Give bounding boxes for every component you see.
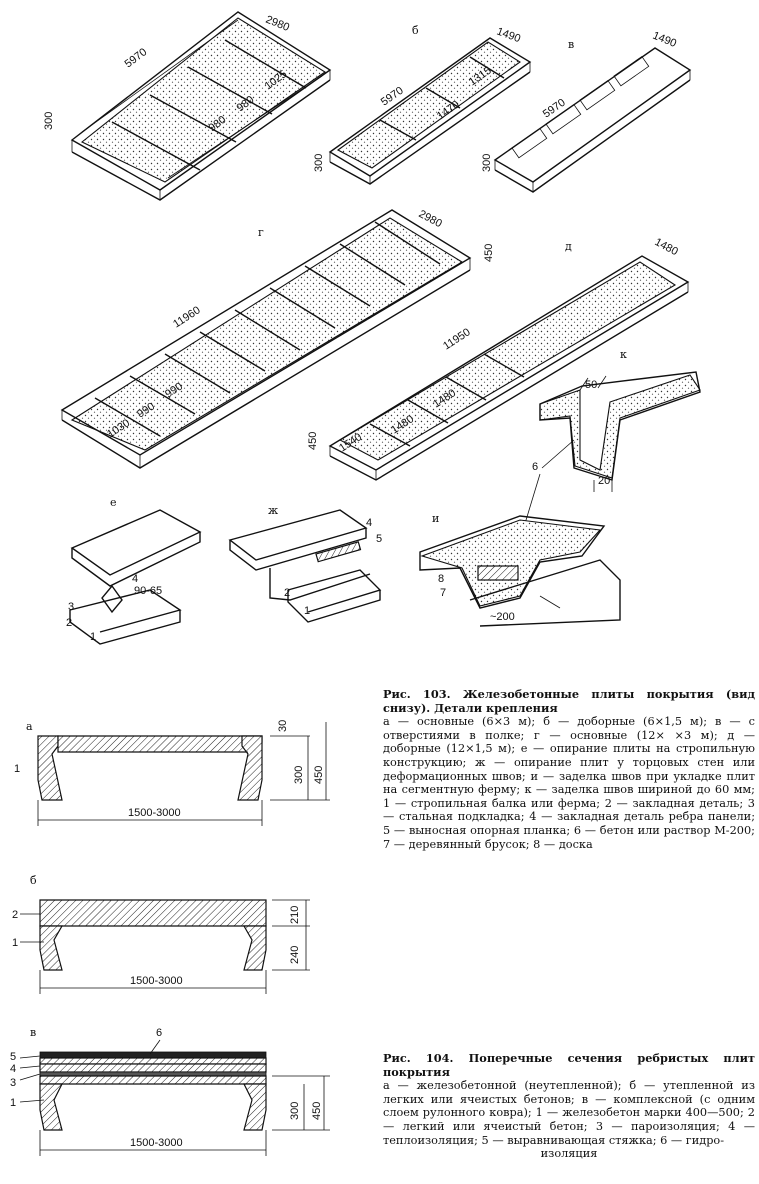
callout-e-1: 1 <box>90 631 96 643</box>
callout-sv-6: 6 <box>156 1027 162 1039</box>
dim-sv-450: 450 <box>311 1102 323 1120</box>
section-a-letter: а <box>26 720 33 733</box>
callout-e-4: 4 <box>132 573 138 585</box>
detail-i-truss-joint <box>419 515 621 627</box>
callout-i-8: 8 <box>438 573 444 585</box>
section-v-letter: в <box>30 1026 36 1039</box>
figure-104-caption: Рис. 104. Поперечные сечения ребристых п… <box>383 1051 755 1161</box>
dim-b-width: 1490 <box>495 26 522 46</box>
detail-e-letter: е <box>110 496 117 509</box>
section-b-insulated-slab <box>20 899 310 994</box>
section-a-plain-slab <box>37 722 330 826</box>
callout-sa-1: 1 <box>14 763 20 775</box>
callout-zh-4: 4 <box>366 517 372 529</box>
figure-104-caption-title: Рис. 104. Поперечные сечения ребристых п… <box>383 1051 755 1079</box>
dim-sa-450: 450 <box>313 766 325 784</box>
callout-e-3: 3 <box>68 601 74 613</box>
detail-k-joint <box>539 371 701 492</box>
panel-g-letter: г <box>258 226 264 239</box>
panel-a-slab <box>70 11 332 201</box>
dim-sv-300: 300 <box>289 1102 301 1120</box>
callout-i-7: 7 <box>440 587 446 599</box>
callout-sv-4: 4 <box>10 1063 16 1075</box>
dim-sa-flange: 30 <box>277 720 289 732</box>
detail-i-letter: и <box>432 512 439 525</box>
dim-k-width: 50 <box>585 379 597 391</box>
detail-zh-end-support <box>228 509 382 623</box>
panel-v-letter: в <box>568 38 574 51</box>
dim-sa-300: 300 <box>293 766 305 784</box>
dim-g-height: 450 <box>483 244 495 262</box>
dim-sb-210: 210 <box>289 906 301 924</box>
dim-d-width: 1480 <box>653 236 680 258</box>
dim-v-width: 1490 <box>651 30 678 50</box>
detail-k-letter: к <box>620 348 627 361</box>
figure-104-caption-body: а — железобетонной (неутепленной); б — у… <box>383 1079 755 1147</box>
panel-b-slab <box>328 37 532 185</box>
panel-v-slab <box>493 47 692 193</box>
dim-b-height: 300 <box>313 154 325 172</box>
dim-sa-span: 1500-3000 <box>128 807 181 819</box>
dim-sb-240: 240 <box>289 946 301 964</box>
section-v-complex-slab <box>19 1039 330 1156</box>
detail-zh-letter: ж <box>268 504 278 517</box>
figure-103-caption-title: Рис. 103. Железобетонные плиты покрытия … <box>383 687 755 715</box>
dim-v-height: 300 <box>481 154 493 172</box>
dim-v-length: 5970 <box>541 97 568 121</box>
dim-d-height: 450 <box>307 432 319 450</box>
callout-k-6: 6 <box>532 461 538 473</box>
section-b-letter: б <box>30 874 37 887</box>
dim-e-support: 90-65 <box>134 585 162 597</box>
callout-e-2: 2 <box>66 617 72 629</box>
callout-zh-1: 1 <box>304 605 310 617</box>
callout-sv-1: 1 <box>10 1097 16 1109</box>
dim-g-length: 11960 <box>171 304 203 330</box>
panel-d-letter: д <box>565 240 572 253</box>
figure-103-caption: Рис. 103. Железобетонные плиты покрытия … <box>383 687 755 851</box>
dim-a-height: 300 <box>43 112 55 130</box>
dim-sv-span: 1500-3000 <box>130 1137 183 1149</box>
dim-i-gap: ~200 <box>490 611 515 623</box>
panel-g-slab <box>60 209 472 469</box>
callout-sb-2: 2 <box>12 909 18 921</box>
callout-sv-3: 3 <box>10 1077 16 1089</box>
figure-103-caption-body: а — основные (6×3 м); б — доборные (6×1,… <box>383 715 755 851</box>
dim-d-length: 11950 <box>441 326 473 352</box>
panel-b-letter: б <box>412 24 419 37</box>
dim-a-length: 5970 <box>123 46 150 70</box>
dim-sb-span: 1500-3000 <box>130 975 183 987</box>
callout-sb-1: 1 <box>12 937 18 949</box>
callout-sv-5: 5 <box>10 1051 16 1063</box>
callout-zh-2: 2 <box>284 587 290 599</box>
dim-k-rib: 20 <box>598 475 610 487</box>
figure-104-caption-tail: изоляция <box>540 1147 598 1161</box>
detail-e-support <box>69 509 202 645</box>
callout-zh-5: 5 <box>376 533 382 545</box>
panel-d-slab <box>328 255 690 481</box>
